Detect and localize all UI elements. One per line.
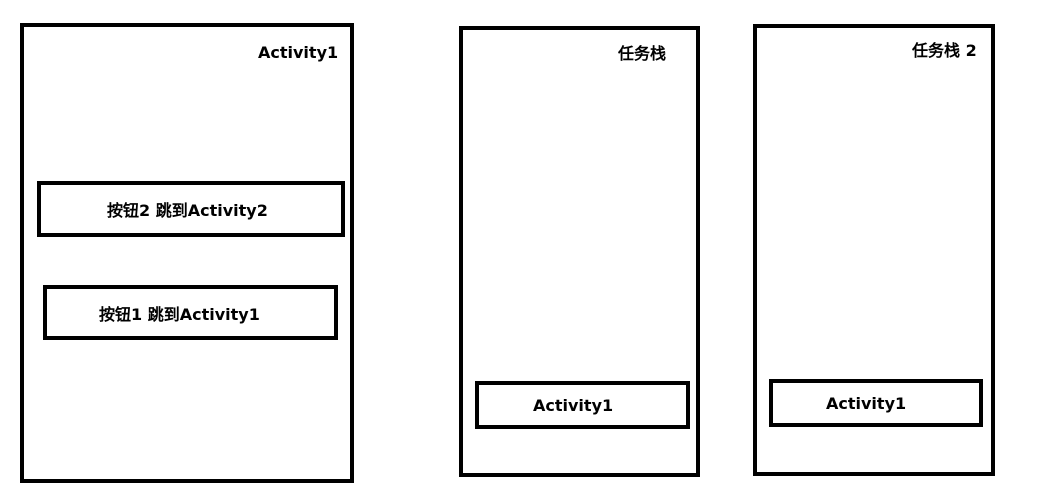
screen-title: Activity1 [258,43,339,62]
task-stack-2-title: 任务栈 2 [912,41,977,60]
task-stack-2-activity: Activity1 [769,379,983,427]
task-stack-1: 任务栈 Activity1 [459,26,700,477]
button-to-activity1[interactable]: 按钮1 跳到Activity1 [43,285,338,340]
task-stack-2: 任务栈 2 Activity1 [753,24,995,476]
button-to-activity2[interactable]: 按钮2 跳到Activity2 [37,181,345,237]
activity1-screen: Activity1 按钮2 跳到Activity2 按钮1 跳到Activity… [20,23,354,483]
button-to-activity2-label: 按钮2 跳到Activity2 [107,201,268,220]
task-stack-1-title: 任务栈 [618,44,667,63]
task-stack-1-activity: Activity1 [475,381,690,429]
task-stack-2-activity-label: Activity1 [826,394,907,413]
task-stack-1-activity-label: Activity1 [533,396,614,415]
button-to-activity1-label: 按钮1 跳到Activity1 [99,305,260,324]
